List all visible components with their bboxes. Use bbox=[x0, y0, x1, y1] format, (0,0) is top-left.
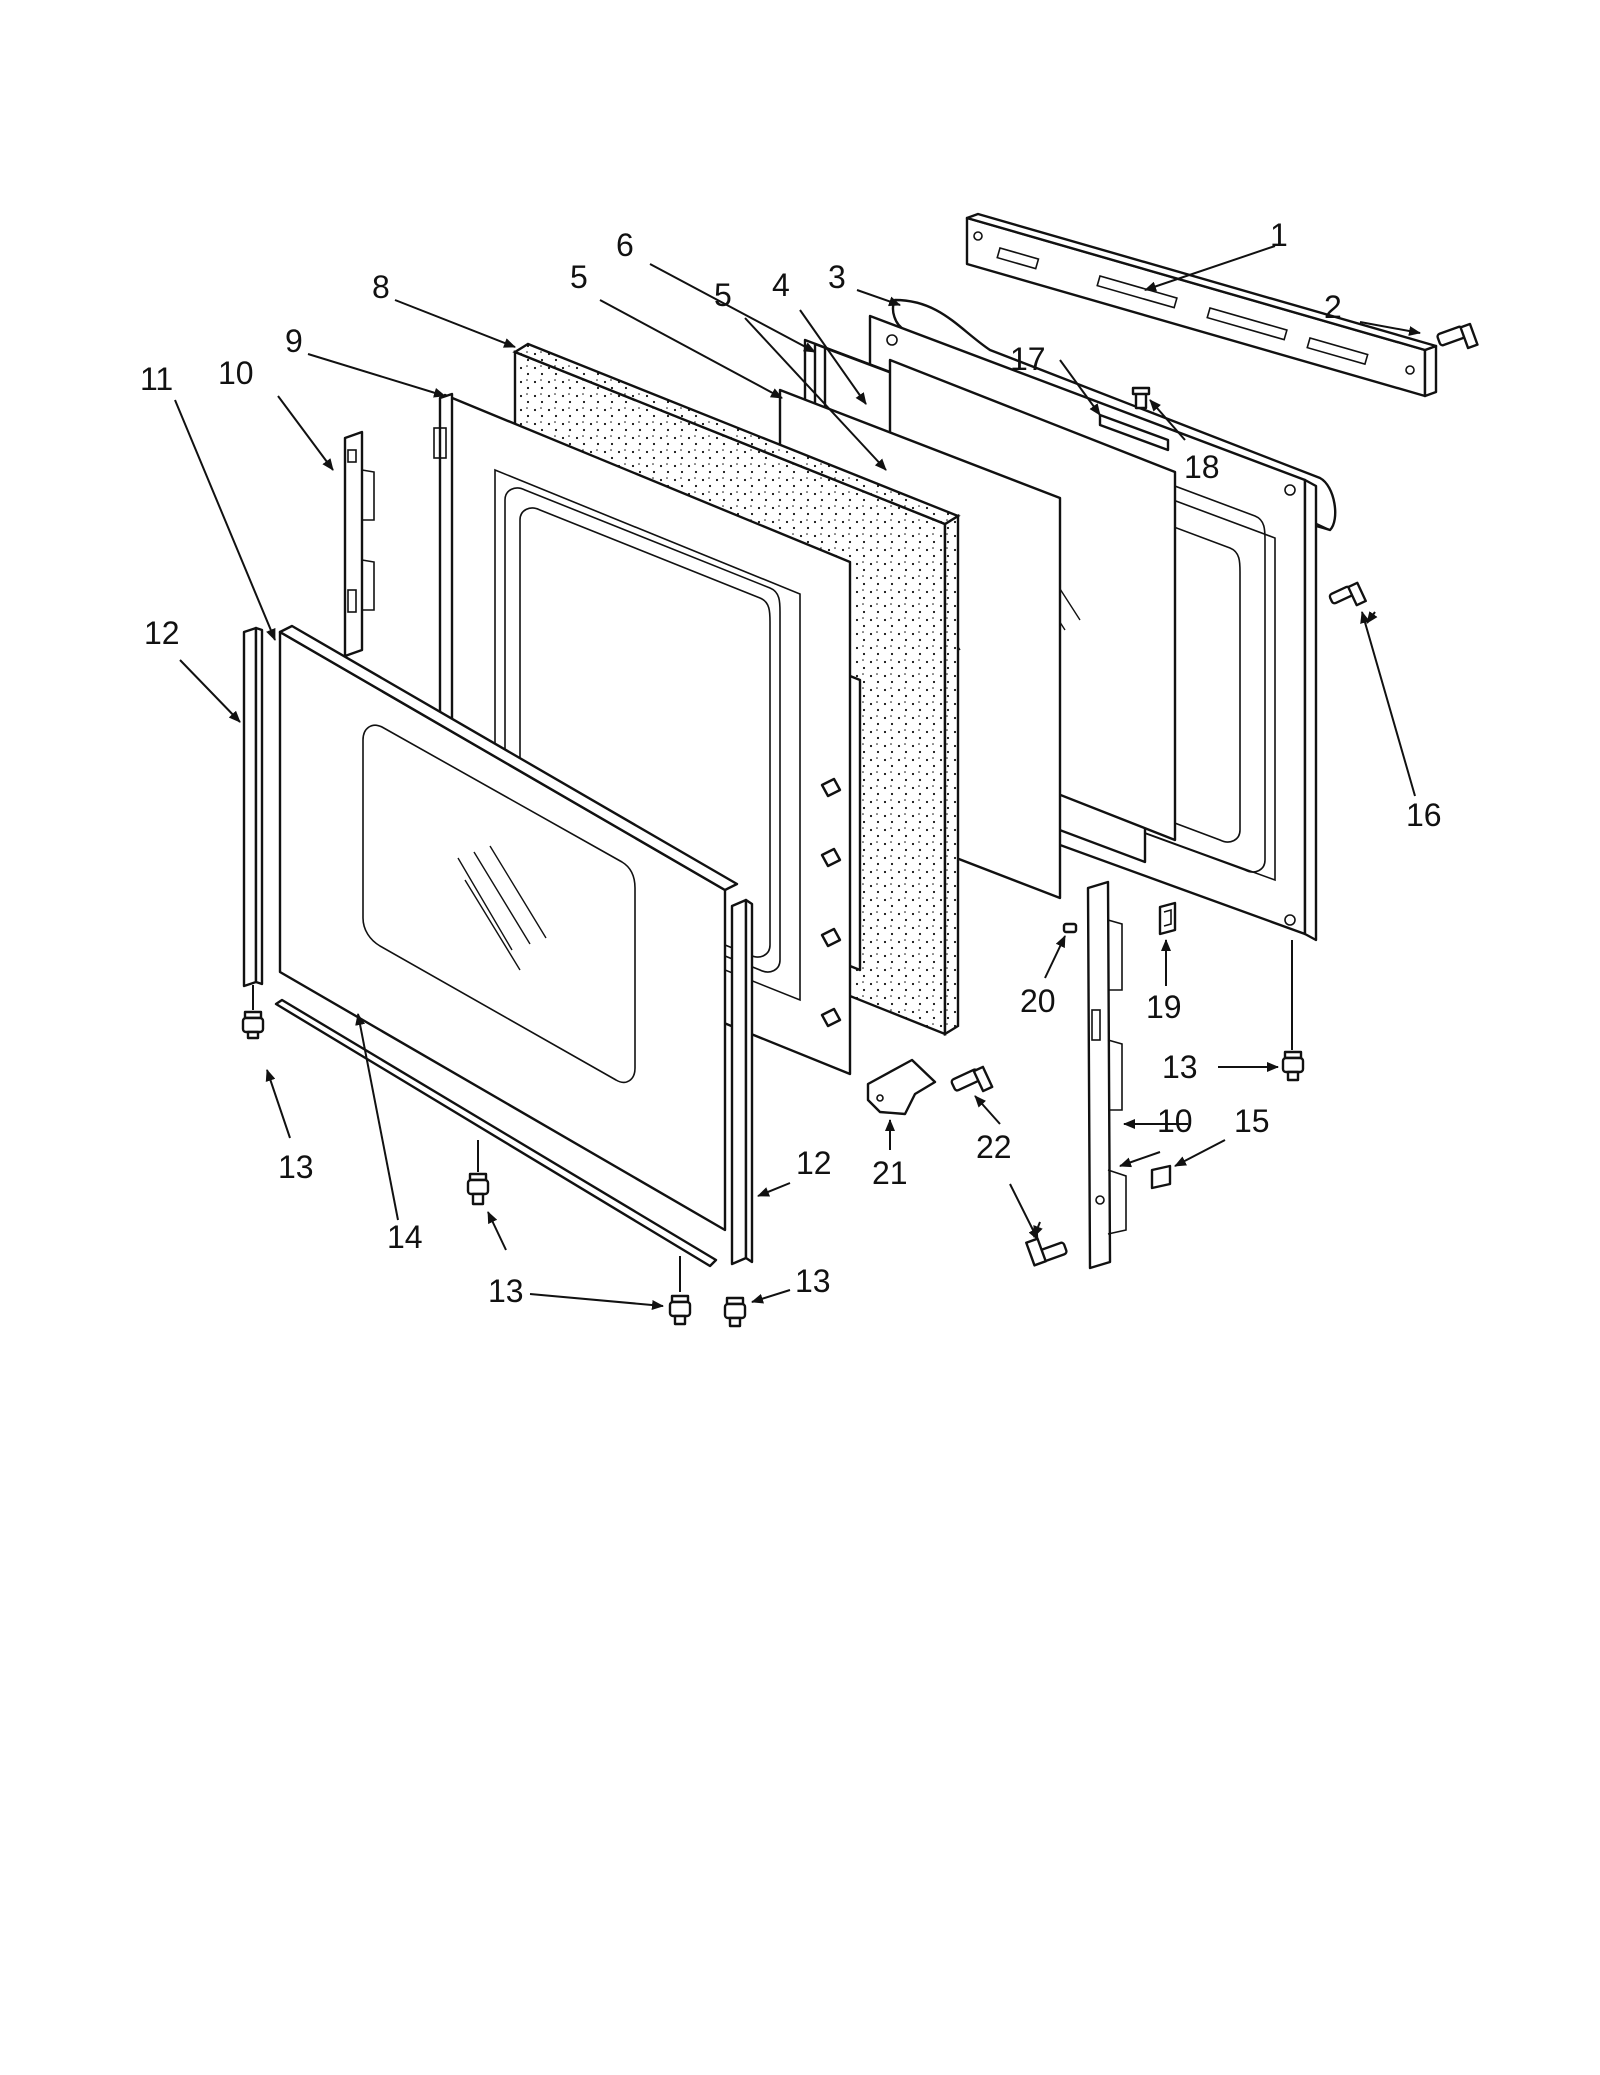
leader-lines bbox=[174, 245, 1421, 1310]
part-22-screw-upper bbox=[950, 1065, 994, 1093]
callout-9: 9 bbox=[285, 323, 303, 359]
callout-20: 20 bbox=[1020, 983, 1056, 1019]
callout-4: 4 bbox=[772, 267, 790, 303]
callout-labels: 1 2 3 4 5 5 6 8 9 10 10 11 12 12 13 13 1… bbox=[140, 217, 1442, 1309]
callout-5-rear: 5 bbox=[714, 277, 732, 313]
part-13-screw-e bbox=[1281, 1050, 1305, 1082]
callout-11: 11 bbox=[140, 361, 173, 397]
callout-2: 2 bbox=[1324, 289, 1342, 325]
part-10-hinge-left bbox=[343, 430, 375, 658]
part-17-bracket bbox=[1098, 413, 1170, 452]
callout-21: 21 bbox=[872, 1155, 908, 1191]
part-13-screw-d bbox=[723, 1296, 747, 1328]
callout-3: 3 bbox=[828, 259, 846, 295]
part-11-outer-door bbox=[278, 624, 739, 1232]
part-2-screw bbox=[1436, 322, 1479, 350]
callout-1: 1 bbox=[1270, 217, 1288, 253]
part-14-bottom-trim bbox=[274, 998, 718, 1268]
part-15-clip bbox=[1150, 1164, 1172, 1190]
part-12-side-trim-left bbox=[242, 626, 264, 988]
callout-16: 16 bbox=[1406, 797, 1442, 833]
callout-5-front: 5 bbox=[570, 259, 588, 295]
part-19-clip bbox=[1158, 901, 1177, 936]
part-18-screw bbox=[1131, 386, 1151, 410]
callout-13-bottom-right: 13 bbox=[795, 1263, 831, 1299]
part-1-vent-trim bbox=[965, 212, 1438, 398]
callout-13-left: 13 bbox=[278, 1149, 314, 1185]
part-13-screw-c bbox=[668, 1294, 692, 1326]
callout-17: 17 bbox=[1010, 341, 1046, 377]
callout-15: 15 bbox=[1234, 1103, 1270, 1139]
callout-19: 19 bbox=[1146, 989, 1182, 1025]
part-22-screw-lower bbox=[1025, 1237, 1068, 1267]
callout-22: 22 bbox=[976, 1129, 1012, 1165]
part-13-screw-b bbox=[466, 1172, 490, 1206]
part-21-bracket bbox=[866, 1058, 937, 1116]
callout-13-bottom: 13 bbox=[488, 1273, 524, 1309]
part-16-screw bbox=[1328, 581, 1367, 607]
part-10-hinge-right bbox=[1086, 880, 1127, 1270]
callout-18: 18 bbox=[1184, 449, 1220, 485]
part-13-screw-a bbox=[241, 1010, 265, 1040]
callout-10-right: 10 bbox=[1157, 1103, 1193, 1139]
callout-8: 8 bbox=[372, 269, 390, 305]
callout-13-right: 13 bbox=[1162, 1049, 1198, 1085]
callout-14: 14 bbox=[387, 1219, 423, 1255]
callout-12-left: 12 bbox=[144, 615, 180, 651]
callout-12-right: 12 bbox=[796, 1145, 832, 1181]
callout-6: 6 bbox=[616, 227, 634, 263]
part-20-pin bbox=[1062, 922, 1078, 934]
part-12-side-trim-right bbox=[730, 898, 754, 1266]
callout-10-left: 10 bbox=[218, 355, 254, 391]
